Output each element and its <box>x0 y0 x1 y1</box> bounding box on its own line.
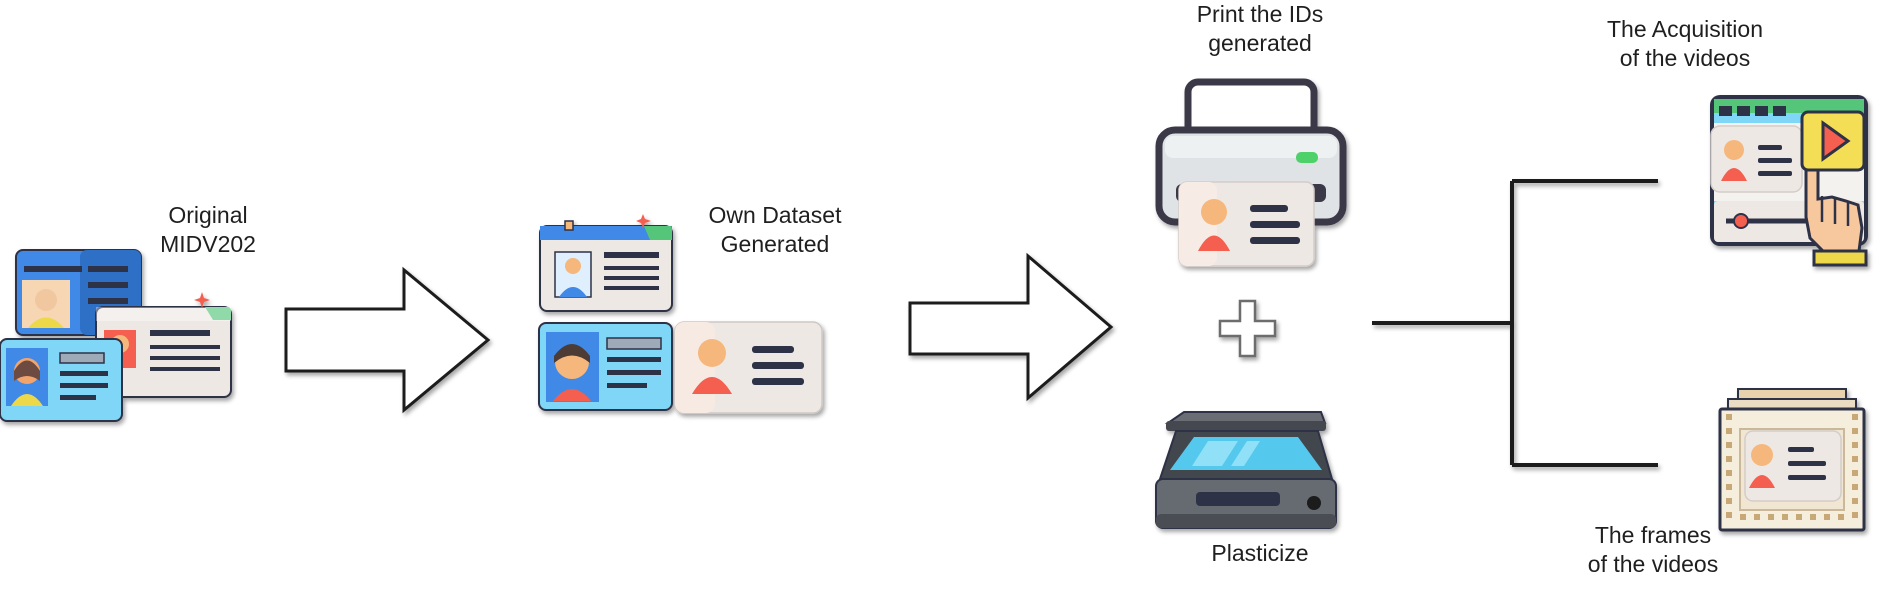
label-plasticize-line-1: Plasticize <box>1211 540 1309 566</box>
label-original-line-1: Original <box>168 202 248 228</box>
label-frames: The frames of the videos <box>1568 521 1738 579</box>
plus-icon <box>1218 299 1277 358</box>
label-frames-line-2: of the videos <box>1587 551 1719 577</box>
label-acquisition-line-2: of the videos <box>1619 45 1751 71</box>
id-card-stack-icon <box>0 249 232 422</box>
arrow-2 <box>908 252 1114 402</box>
video-player-icon <box>1710 95 1868 267</box>
label-frames-line-1: The frames <box>1594 522 1712 548</box>
arrow-1 <box>284 266 491 414</box>
label-print: Print the IDs generated <box>1170 0 1350 58</box>
label-original-line-2: MIDV202 <box>160 231 256 257</box>
label-own-dataset-line-1: Own Dataset <box>708 202 842 228</box>
label-own-dataset: Own Dataset Generated <box>700 201 850 259</box>
label-acquisition: The Acquisition of the videos <box>1585 15 1785 73</box>
film-frames-icon <box>1718 388 1866 532</box>
label-print-line-1: Print the IDs <box>1196 1 1324 27</box>
label-original: Original MIDV202 <box>148 201 268 259</box>
label-own-dataset-line-2: Generated <box>720 231 830 257</box>
label-acquisition-line-1: The Acquisition <box>1607 16 1763 42</box>
laminator-scanner-icon <box>1155 411 1337 529</box>
printer-icon <box>1155 78 1347 267</box>
label-plasticize: Plasticize <box>1190 539 1330 568</box>
label-print-line-2: generated <box>1208 30 1312 56</box>
branch-connector <box>1372 179 1658 467</box>
generated-id-cards-icon <box>538 214 823 414</box>
